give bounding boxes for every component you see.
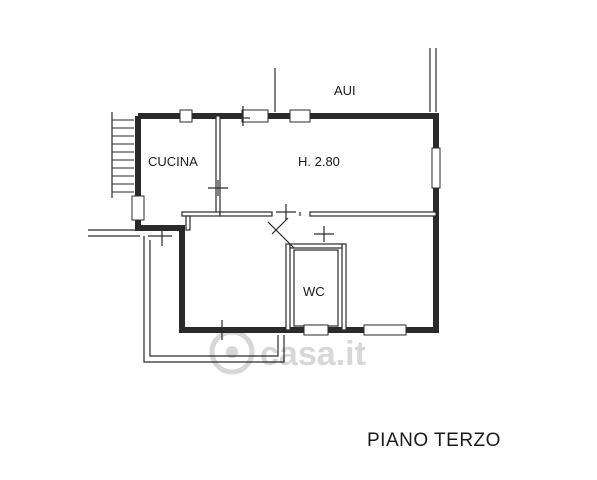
watermark-text: casa.it	[260, 335, 366, 373]
floor-title: PIANO TERZO	[367, 430, 501, 451]
aui-area	[274, 48, 437, 112]
exterior-walls	[135, 113, 439, 333]
ceiling-height-label: H. 2.80	[298, 154, 340, 169]
watermark: casa.it	[209, 329, 366, 375]
interior-walls	[181, 115, 437, 331]
room-label-wc: WC	[303, 284, 325, 299]
room-label-aui: AUI	[334, 83, 356, 98]
stairs	[111, 112, 134, 198]
corridor-lines	[88, 229, 140, 237]
watermark-logo-dot	[226, 346, 238, 358]
terrace-outline	[143, 236, 285, 363]
room-label-cucina: CUCINA	[148, 154, 198, 169]
doors	[267, 212, 301, 249]
openings	[131, 109, 441, 336]
outlet-marks	[148, 106, 334, 340]
